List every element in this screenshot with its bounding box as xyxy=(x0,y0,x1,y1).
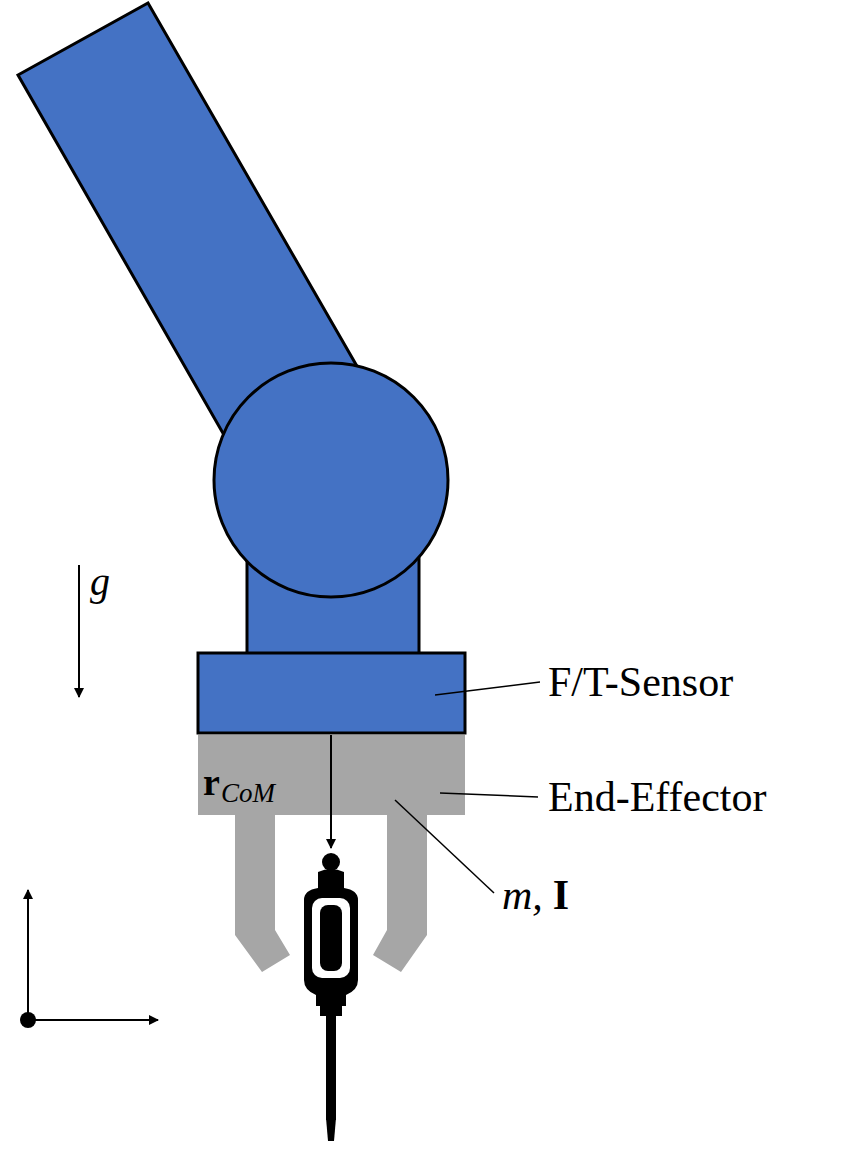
inertia-symbol: I xyxy=(553,874,569,916)
joint-circle xyxy=(214,363,448,597)
frame-axis xyxy=(27,890,29,1020)
ft-sensor xyxy=(198,653,465,733)
vector-subscript: CoM xyxy=(221,780,275,807)
gripper-finger xyxy=(235,814,290,972)
gravity-symbol: g xyxy=(90,562,110,602)
com-dot xyxy=(322,853,340,871)
vector-symbol: r xyxy=(203,763,220,801)
frame-axis xyxy=(28,1019,158,1021)
screwdriver xyxy=(304,869,358,1141)
part-label: End-Effector xyxy=(548,776,766,818)
leader-line xyxy=(440,793,538,797)
com-vector xyxy=(330,735,332,848)
leader-line xyxy=(435,682,540,695)
mass-symbol: m, xyxy=(502,874,543,916)
gripper-finger xyxy=(373,814,427,972)
leader-line xyxy=(395,800,494,893)
gravity-arrow xyxy=(78,565,80,697)
part-label: F/T-Sensor xyxy=(548,661,733,703)
frame-origin xyxy=(20,1012,36,1028)
